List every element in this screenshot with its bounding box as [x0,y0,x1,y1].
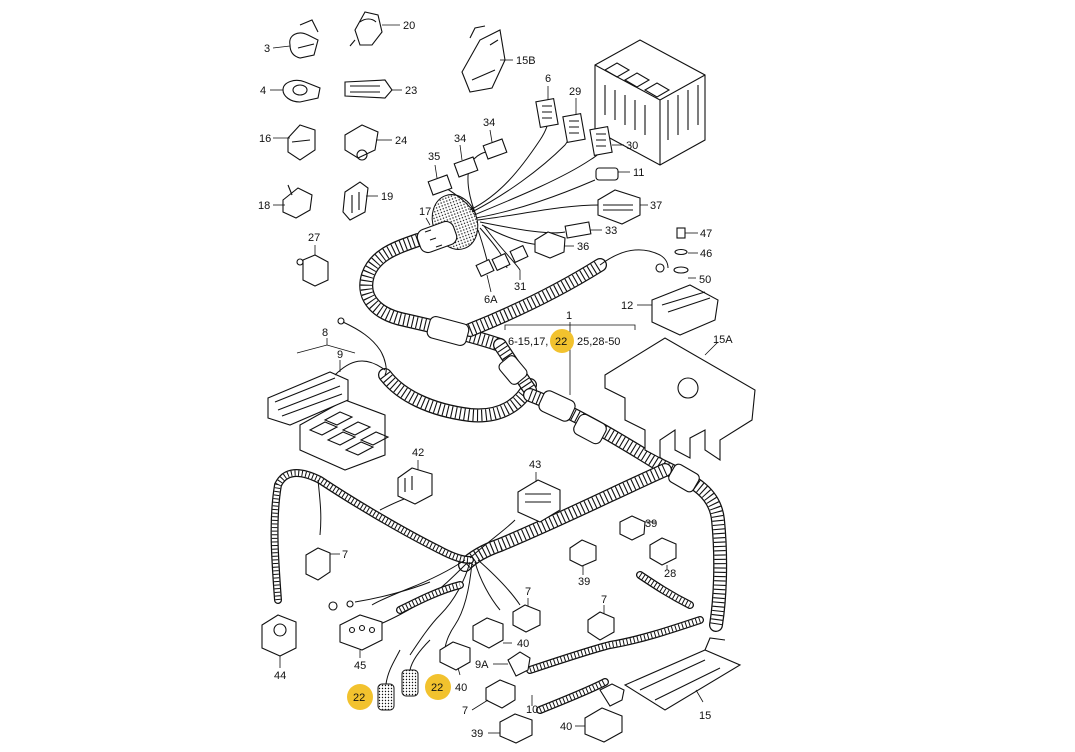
label-4: 4 [260,85,266,97]
label-7-bottom: 7 [462,705,468,717]
clips-and-connectors [261,11,719,744]
highlight-tag-22-right: 22 [431,682,443,694]
label-6: 6 [545,73,551,85]
label-7-mid: 7 [525,586,531,598]
highlight-circle-left [347,684,373,710]
label-9A: 9A [475,659,489,671]
label-20: 20 [403,20,415,32]
label-17: 17 [419,206,431,218]
label-6A: 6A [484,294,498,306]
label-7-right: 7 [601,594,607,606]
highlight-tags: 22 22 [353,682,443,704]
lower-sleeves [396,571,704,714]
group-label-left: 6-15,17, [508,336,548,348]
label-19: 19 [381,191,393,203]
label-23: 23 [405,85,417,97]
label-31: 31 [514,281,526,293]
label-43: 43 [529,459,541,471]
label-36: 36 [577,241,589,253]
highlight-circle-top [550,329,574,353]
label-40-bottom: 40 [560,721,572,733]
label-50: 50 [699,274,711,286]
label-35: 35 [428,151,440,163]
label-47: 47 [700,228,712,240]
label-8: 8 [322,327,328,339]
label-45: 45 [354,660,366,672]
label-12: 12 [621,300,633,312]
highlight-circle-right [425,674,451,700]
label-15A: 15A [713,334,733,346]
label-33: 33 [605,225,617,237]
label-44: 44 [274,670,286,682]
label-39-mid: 39 [578,576,590,588]
part-labels: 3 20 15B 4 23 6 29 16 24 34 34 30 35 11 … [258,20,733,740]
label-27: 27 [308,232,320,244]
label-11: 11 [633,167,644,179]
label-10: 10 [526,704,538,716]
group-label: 6-15,17, 22 25,28-50 [508,336,620,348]
label-3: 3 [264,43,270,55]
harness-sleeves [426,315,700,493]
grommet-17 [416,194,479,254]
label-34-right: 34 [483,117,495,129]
bracket-15A [604,337,756,462]
label-24: 24 [395,135,407,147]
lower-harness [270,469,521,656]
label-29: 29 [569,86,581,98]
bracket-15 [623,637,742,711]
group-label-right: 25,28-50 [577,336,620,348]
label-18: 18 [258,200,270,212]
label-16: 16 [259,133,271,145]
highlight-tag-22-left: 22 [353,692,365,704]
label-39-bottom: 39 [471,728,483,740]
label-42: 42 [412,447,424,459]
label-15: 15 [699,710,711,722]
label-34-left: 34 [454,133,466,145]
leader-lines [270,24,719,734]
label-40-mid: 40 [517,638,529,650]
label-9: 9 [337,349,343,361]
label-15B: 15B [516,55,536,67]
label-46: 46 [700,248,712,260]
label-28: 28 [664,568,676,580]
label-30: 30 [626,140,638,152]
highlight-markers [347,329,574,710]
group-label-highlight: 22 [555,336,567,348]
label-39-upper: 39 [645,518,657,530]
label-1: 1 [566,310,572,322]
label-37: 37 [650,200,662,212]
label-7-left: 7 [342,549,348,561]
label-40-lower: 40 [455,682,467,694]
